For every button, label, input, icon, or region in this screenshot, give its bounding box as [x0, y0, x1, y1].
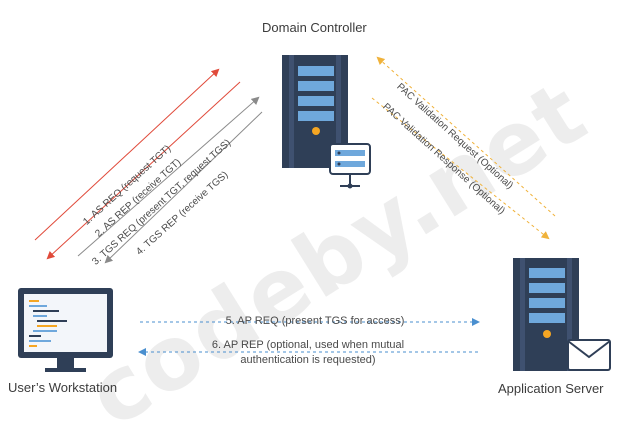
- arrow-as-req: [34, 68, 220, 241]
- arrow-tgs-rep: [104, 111, 263, 264]
- envelope-icon: [567, 339, 611, 371]
- monitor-icon: [18, 288, 113, 372]
- arrow-pac-req: [376, 56, 556, 217]
- arrow-tgs-req: [77, 96, 260, 257]
- arrow-as-rep: [46, 81, 241, 260]
- msg-ap-rep-line1: 6. AP REP (optional, used when mutual: [211, 339, 405, 351]
- application-server-label: Application Server: [498, 381, 604, 396]
- domain-controller-label: Domain Controller: [262, 20, 367, 35]
- msg-ap-rep: 6. AP REP (optional, used when mutual au…: [178, 338, 438, 368]
- workstation-label: User’s Workstation: [8, 380, 118, 395]
- domain-controller-server-icon: [282, 55, 348, 168]
- diagram-canvas: [18, 55, 611, 372]
- kerberos-diagram: codeby.net: [8, 20, 611, 447]
- network-icon: [329, 143, 371, 189]
- msg-ap-req: 5. AP REQ (present TGS for access): [225, 315, 405, 327]
- arrow-pac-rep: [371, 97, 550, 240]
- msg-ap-rep-line2: authentication is requested): [240, 354, 376, 366]
